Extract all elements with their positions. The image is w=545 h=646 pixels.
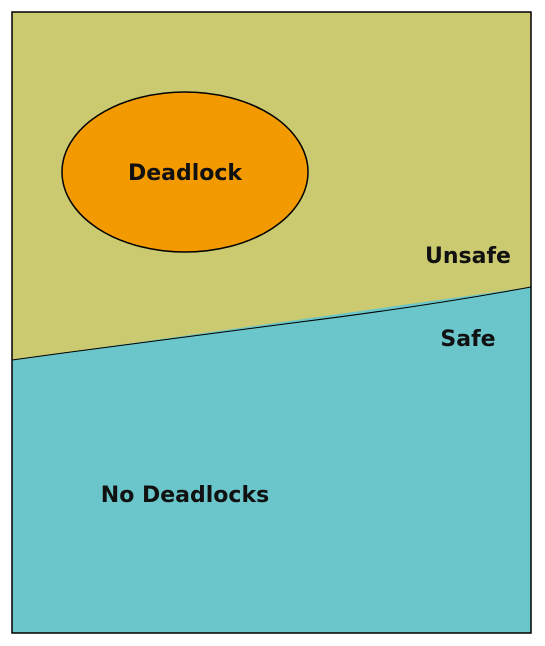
- safe-unsafe-boundary: [11, 286, 532, 361]
- no-deadlocks-label: No Deadlocks: [101, 483, 269, 508]
- unsafe-label: Unsafe: [425, 244, 511, 269]
- diagram-frame: [11, 11, 532, 634]
- deadlock-label: Deadlock: [128, 161, 243, 186]
- safe-label: Safe: [440, 327, 495, 352]
- deadlock-region: [61, 91, 309, 253]
- safe-region: [12, 287, 531, 633]
